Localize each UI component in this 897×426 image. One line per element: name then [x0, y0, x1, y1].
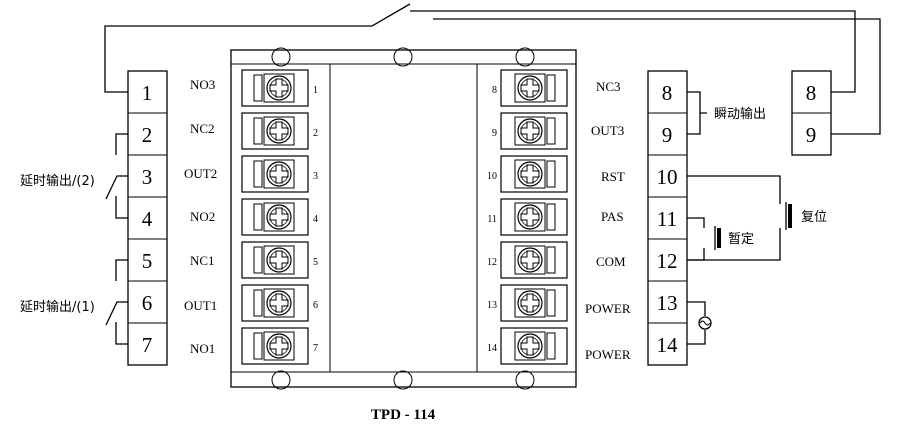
delay-output-1-label: 延时输出/(1)	[20, 299, 95, 315]
terminal-label: RST	[601, 169, 625, 184]
terminal-label: NO1	[190, 341, 215, 356]
screw-terminal	[241, 284, 309, 322]
left-screw-terminals	[241, 69, 309, 365]
pin-number: 14	[487, 343, 497, 354]
block-number: 13	[657, 291, 678, 315]
screw-terminal	[500, 198, 568, 236]
pin-number: 12	[487, 257, 497, 268]
block-number: 8	[806, 81, 817, 105]
terminal-label: NC2	[190, 121, 215, 136]
screw-terminal	[500, 155, 568, 193]
mount-hole	[271, 370, 291, 390]
terminal-label: PAS	[601, 209, 624, 224]
terminal-label: OUT1	[184, 298, 217, 313]
screw-terminal	[241, 69, 309, 107]
mount-hole	[393, 370, 413, 390]
block-number: 6	[142, 291, 153, 315]
right-screw-terminals	[500, 69, 568, 365]
block-number: 9	[806, 123, 817, 147]
screw-terminal	[241, 198, 309, 236]
screw-terminal	[241, 112, 309, 150]
pin-number: 5	[313, 257, 318, 268]
left-terminal-labels: NO3 NC2 OUT2 NO2 NC1 OUT1 NO1	[184, 77, 217, 356]
block-number: 4	[142, 207, 153, 231]
block-number: 1	[142, 81, 153, 105]
right-pin-numbers: 8 9 10 11 12 13 14	[487, 85, 497, 354]
block-number: 10	[657, 165, 678, 189]
mount-hole	[271, 47, 291, 67]
pin-number: 1	[313, 85, 318, 96]
block-number: 2	[142, 123, 153, 147]
terminal-label: NC1	[190, 253, 215, 268]
terminal-label: COM	[596, 254, 626, 269]
left-terminal-block: 1 2 3 4 5 6 7	[127, 70, 168, 366]
delay-output-2-label: 延时输出/(2)	[20, 173, 95, 189]
right-terminal-labels: NC3 OUT3 RST PAS COM POWER POWER	[585, 79, 631, 362]
screw-terminal	[500, 69, 568, 107]
block-number: 7	[142, 333, 153, 357]
block-number: 8	[662, 81, 673, 105]
ac-source-icon	[698, 316, 712, 330]
pin-number: 2	[313, 128, 318, 139]
block-number: 12	[657, 249, 678, 273]
wiring	[104, 3, 881, 345]
block-number: 9	[662, 123, 673, 147]
pin-number: 11	[487, 214, 497, 225]
mount-hole	[515, 47, 535, 67]
terminal-label: NO3	[190, 77, 215, 92]
block-number: 5	[142, 249, 153, 273]
pin-number: 7	[313, 343, 318, 354]
block-number: 11	[657, 207, 677, 231]
instant-output-label: 瞬动输出	[714, 106, 766, 122]
block-number: 14	[657, 333, 679, 357]
terminal-label: POWER	[585, 347, 631, 362]
external-terminal-block: 8 9	[791, 70, 832, 156]
mount-hole	[515, 370, 535, 390]
pin-number: 8	[492, 85, 497, 96]
pin-number: 10	[487, 171, 497, 182]
pause-label: 暂定	[728, 232, 754, 247]
screw-terminal	[241, 155, 309, 193]
controller-body	[230, 47, 577, 390]
screw-terminal	[241, 327, 309, 365]
mount-hole	[393, 47, 413, 67]
reset-label: 复位	[801, 210, 827, 225]
pin-number: 9	[492, 128, 497, 139]
left-pin-numbers: 1 2 3 4 5 6 7	[313, 85, 318, 354]
pin-number: 3	[313, 171, 318, 182]
terminal-label: OUT3	[591, 123, 624, 138]
terminal-label: NC3	[596, 79, 621, 94]
pin-number: 6	[313, 300, 318, 311]
model-title: TPD - 114	[371, 407, 436, 423]
screw-terminal	[241, 241, 309, 279]
pin-number: 4	[313, 214, 318, 225]
screw-terminal	[500, 112, 568, 150]
pin-number: 13	[487, 300, 497, 311]
screw-terminal	[500, 284, 568, 322]
right-terminal-block: 8 9 10 11 12 13 14	[647, 70, 688, 366]
screw-terminal	[500, 327, 568, 365]
terminal-label: OUT2	[184, 166, 217, 181]
terminal-label: POWER	[585, 301, 631, 316]
terminal-label: NO2	[190, 209, 215, 224]
screw-terminal	[500, 241, 568, 279]
block-number: 3	[142, 165, 153, 189]
